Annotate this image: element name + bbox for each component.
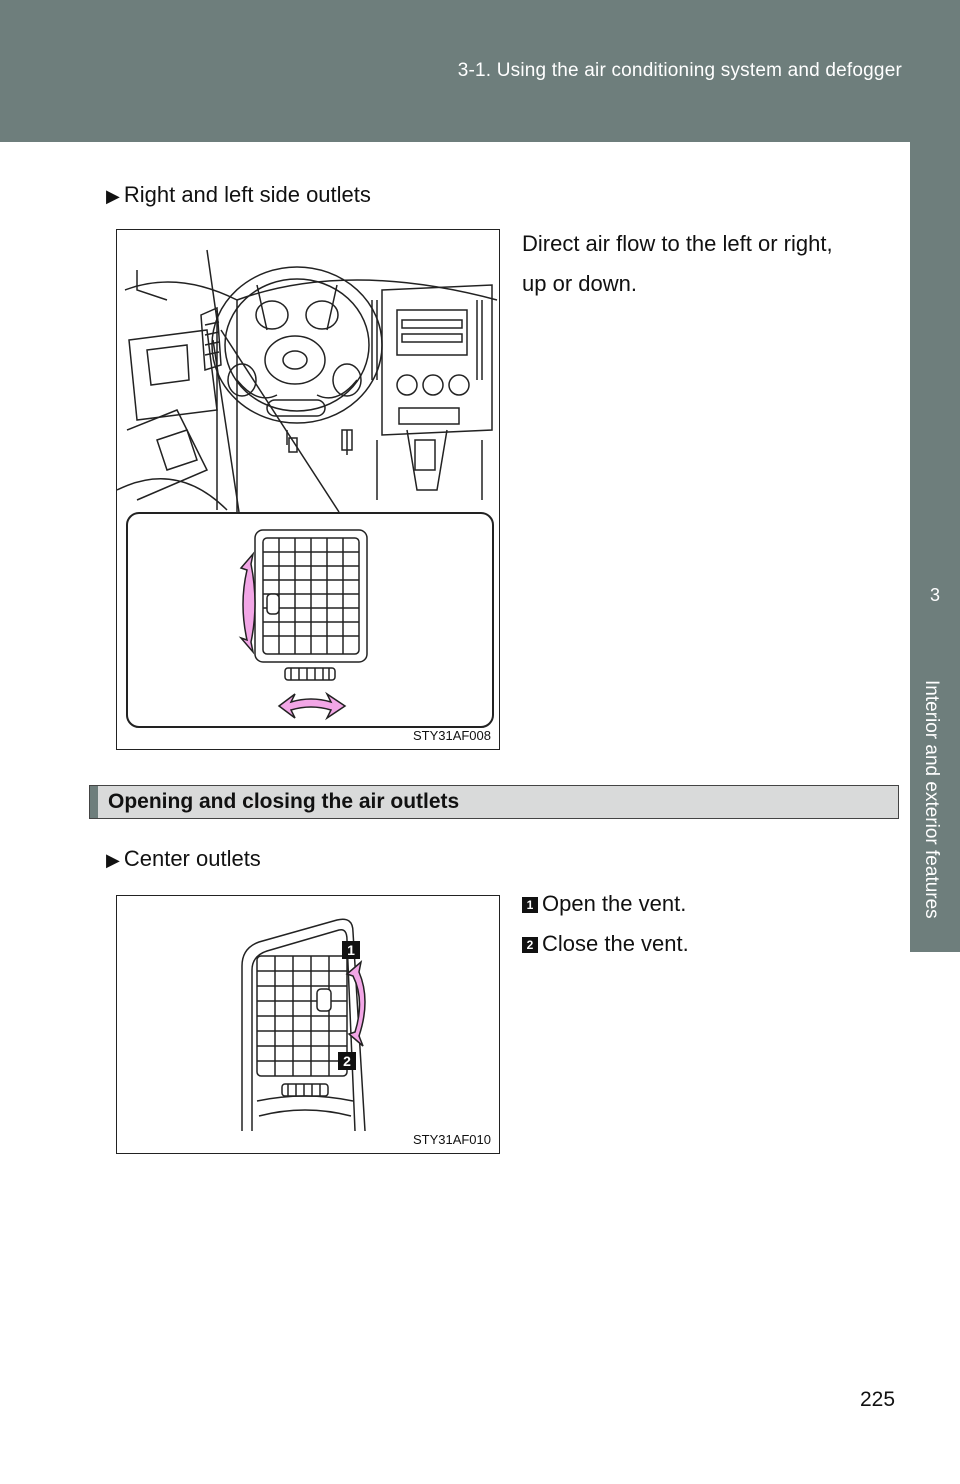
step-number-badge: 1 xyxy=(522,897,538,913)
section-accent xyxy=(90,786,98,818)
side-outlets-description-line1: Direct air flow to the left or right, xyxy=(522,231,833,256)
triangle-bullet-icon: ▶ xyxy=(106,186,120,206)
center-outlets-figure-code: STY31AF010 xyxy=(412,1132,491,1147)
page-number: 225 xyxy=(860,1388,896,1411)
up-down-arrow-icon xyxy=(238,551,256,655)
dashboard-illustration xyxy=(116,249,498,728)
callout-1-badge xyxy=(342,941,360,959)
side-outlets-figure: STY31AF008 xyxy=(116,229,500,750)
open-close-arrow-icon xyxy=(345,960,366,1047)
callout-2-badge xyxy=(338,1052,356,1070)
side-outlets-description: Direct air flow to the left or right, up… xyxy=(522,224,902,304)
left-right-arrow-icon xyxy=(277,691,347,721)
triangle-bullet-icon: ▶ xyxy=(106,850,120,870)
side-tab-number: 3 xyxy=(929,585,940,605)
side-tab-label: Interior and exterior features xyxy=(921,680,942,919)
section-heading-bar: Opening and closing the air outlets xyxy=(89,785,899,819)
step-text: Open the vent. xyxy=(542,891,687,916)
header-band xyxy=(0,0,960,142)
step-text: Close the vent. xyxy=(542,931,689,956)
side-outlets-heading: Right and left side outlets xyxy=(123,182,371,207)
center-outlets-heading: Center outlets xyxy=(123,846,261,871)
center-outlets-bullet: ▶Center outlets xyxy=(106,846,261,872)
side-outlets-figure-code: STY31AF008 xyxy=(412,728,491,743)
callout-1-label: 1 xyxy=(347,942,355,958)
center-vent-illustration: 1 2 xyxy=(241,918,366,1132)
step-number-badge: 2 xyxy=(522,937,538,953)
header-title: 3-1. Using the air conditioning system a… xyxy=(457,60,902,81)
side-outlets-bullet: ▶Right and left side outlets xyxy=(106,182,371,208)
section-heading: Opening and closing the air outlets xyxy=(108,790,460,813)
center-outlets-figure: 1 2 STY31AF010 xyxy=(116,895,500,1154)
callout-2-label: 2 xyxy=(343,1053,351,1069)
side-outlets-description-line2: up or down. xyxy=(522,271,637,296)
side-tab: 3 xyxy=(910,142,960,952)
